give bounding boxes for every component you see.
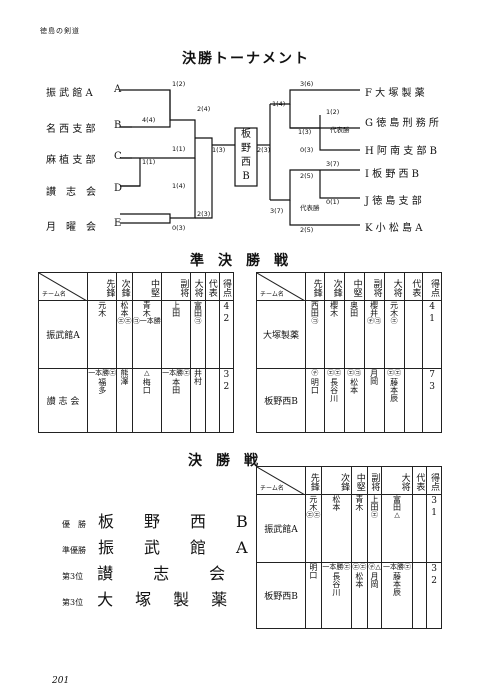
score: 3 2 <box>218 368 235 433</box>
pos-tokuten: 得点 <box>218 272 235 301</box>
team-a: 振 武 館 A <box>46 88 93 99</box>
pos-chuken: 中堅 <box>131 272 162 301</box>
final-title: 決 勝 戦 <box>188 453 258 469</box>
score-i2: 2(5) <box>300 172 314 180</box>
team-g: G 徳 島 刑 務 所 <box>365 118 439 129</box>
rank-row: 優 勝板野西B <box>62 512 278 531</box>
score-d2: 2(3) <box>197 210 211 218</box>
team-b-letter: B <box>114 120 122 131</box>
rank-row: 第3位讃志会 <box>62 564 266 583</box>
score-e1: 0(3) <box>172 224 186 232</box>
team-a-letter: A <box>114 84 122 95</box>
rep-label-1: 代表勝 <box>330 126 350 134</box>
score-a1: 1(2) <box>172 80 186 88</box>
score-gh: 1(3) <box>298 128 312 136</box>
pos-daihyo: 代表 <box>403 272 424 301</box>
team-i: I 板 野 西 B <box>365 169 420 180</box>
score-ik: 3(7) <box>270 207 284 215</box>
pos-senpo: 先鋒 <box>305 272 325 301</box>
team-c: 麻 植 支 部 <box>46 155 96 166</box>
team-name: 大塚製薬 <box>256 300 306 369</box>
team-e-letter: E <box>114 218 122 229</box>
score-g1: 1(2) <box>326 108 340 116</box>
score-fu: 1(4) <box>272 100 286 108</box>
score-f1: 3(6) <box>300 80 314 88</box>
score-j1: 0(1) <box>326 198 340 206</box>
team-name: 讃 志 会 <box>38 368 88 433</box>
pos-fukusho: 副将 <box>366 466 383 495</box>
score-b2: 1(1) <box>172 145 186 153</box>
semifinal-table-right: チーム名 先鋒 次鋒 中堅 副将 大将 代表 得点 大塚製薬 西田㋙ 櫻木 奥田… <box>256 272 442 433</box>
team-f: F 大 塚 製 薬 <box>365 88 425 99</box>
pos-tokuten: 得点 <box>422 272 442 301</box>
team-name: 板野西B <box>256 562 306 629</box>
score-b1: 4(4) <box>142 116 156 124</box>
score: 3 2 <box>426 562 442 629</box>
score-ab: 2(4) <box>197 105 211 113</box>
team-c-letter: C <box>114 151 122 162</box>
team-j: J 徳 島 支 部 <box>365 196 422 207</box>
pos-fukusho: 副将 <box>160 272 192 301</box>
team-b: 名 西 支 部 <box>46 124 96 135</box>
pos-jiho: 次鋒 <box>323 272 345 301</box>
final-table: チーム名 先鋒 次鋒 中堅 副将 大将 代表 得点 振武館A 元木㋓㋓ 松本 青… <box>256 466 442 629</box>
score-k1: 2(5) <box>300 226 314 234</box>
tournament-title: 決勝トーナメント <box>182 51 310 67</box>
rank-row: 準優勝振武館A <box>62 538 278 557</box>
pos-fukusho: 副将 <box>363 272 385 301</box>
header-cell: チーム名 <box>256 466 306 495</box>
header-cell: チーム名 <box>256 272 306 301</box>
pos-daihyo: 代表 <box>411 466 428 495</box>
page-number: 201 <box>52 676 70 686</box>
score-h1: 0(3) <box>300 146 314 154</box>
score-c1: 1(1) <box>142 158 156 166</box>
pos-senpo: 先鋒 <box>86 272 118 301</box>
pos-taisho: 大将 <box>383 272 405 301</box>
rankings: 優 勝板野西B 準優勝振武館A 第3位讃志会 第3位大塚製薬 <box>62 508 278 612</box>
score-i1: 3(7) <box>326 160 340 168</box>
semifinal-title: 準 決 勝 戦 <box>190 253 288 269</box>
running-header: 徳島の剣道 <box>40 27 80 35</box>
pos-jiho: 次鋒 <box>116 272 133 301</box>
pos-taisho: 大将 <box>381 466 413 495</box>
team-name: 振武館A <box>256 494 306 563</box>
score: 7 3 <box>422 368 442 433</box>
score: 3 1 <box>426 494 442 563</box>
pos-chuken: 中堅 <box>343 272 365 301</box>
score: 4 1 <box>422 300 442 369</box>
rep-label-2: 代表勝 <box>300 204 320 212</box>
pos-senpo: 先鋒 <box>305 466 322 495</box>
score-d1: 1(4) <box>172 182 186 190</box>
bracket-lines <box>120 89 360 226</box>
team-d-letter: D <box>114 183 123 194</box>
score-lf: 1(3) <box>212 146 226 154</box>
team-d: 讃 志 会 <box>46 187 96 198</box>
team-k: K 小 松 島 A <box>365 223 423 234</box>
team-e: 月 曜 会 <box>46 222 96 233</box>
pos-taisho: 大将 <box>190 272 206 301</box>
semifinal-table-left: チーム名 先鋒 次鋒 中堅 副将 大将 代表 得点 振武館A 元木 松本㋓㋓ 青… <box>38 272 235 433</box>
header-cell: チーム名 <box>38 272 88 301</box>
team-name: 振武館A <box>38 300 88 369</box>
pos-daihyo: 代表 <box>204 272 220 301</box>
pos-jiho: 次鋒 <box>320 466 353 495</box>
pos-tokuten: 得点 <box>426 466 442 495</box>
rank-row: 第3位大塚製薬 <box>62 590 250 609</box>
pos-chuken: 中堅 <box>351 466 368 495</box>
score-rf: 2(3) <box>257 146 271 154</box>
team-name: 板野西B <box>256 368 306 433</box>
score: 4 2 <box>218 300 235 369</box>
team-h: H 阿 南 支 部 B <box>365 146 437 157</box>
